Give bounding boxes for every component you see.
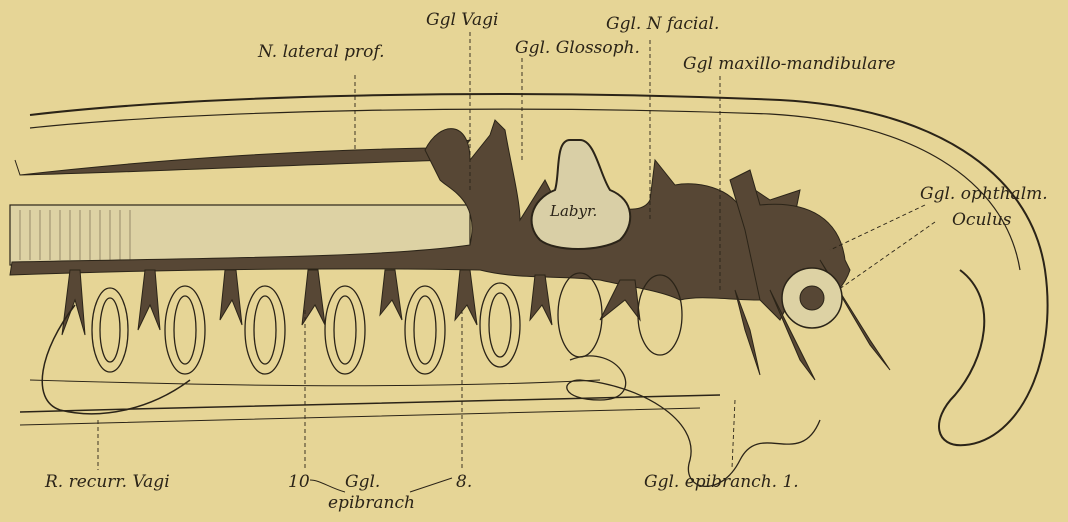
embryo-figure: N. lateral prof. Ggl Vagi Ggl. Glossoph.… — [0, 0, 1068, 522]
bracket-lines — [0, 0, 1068, 522]
